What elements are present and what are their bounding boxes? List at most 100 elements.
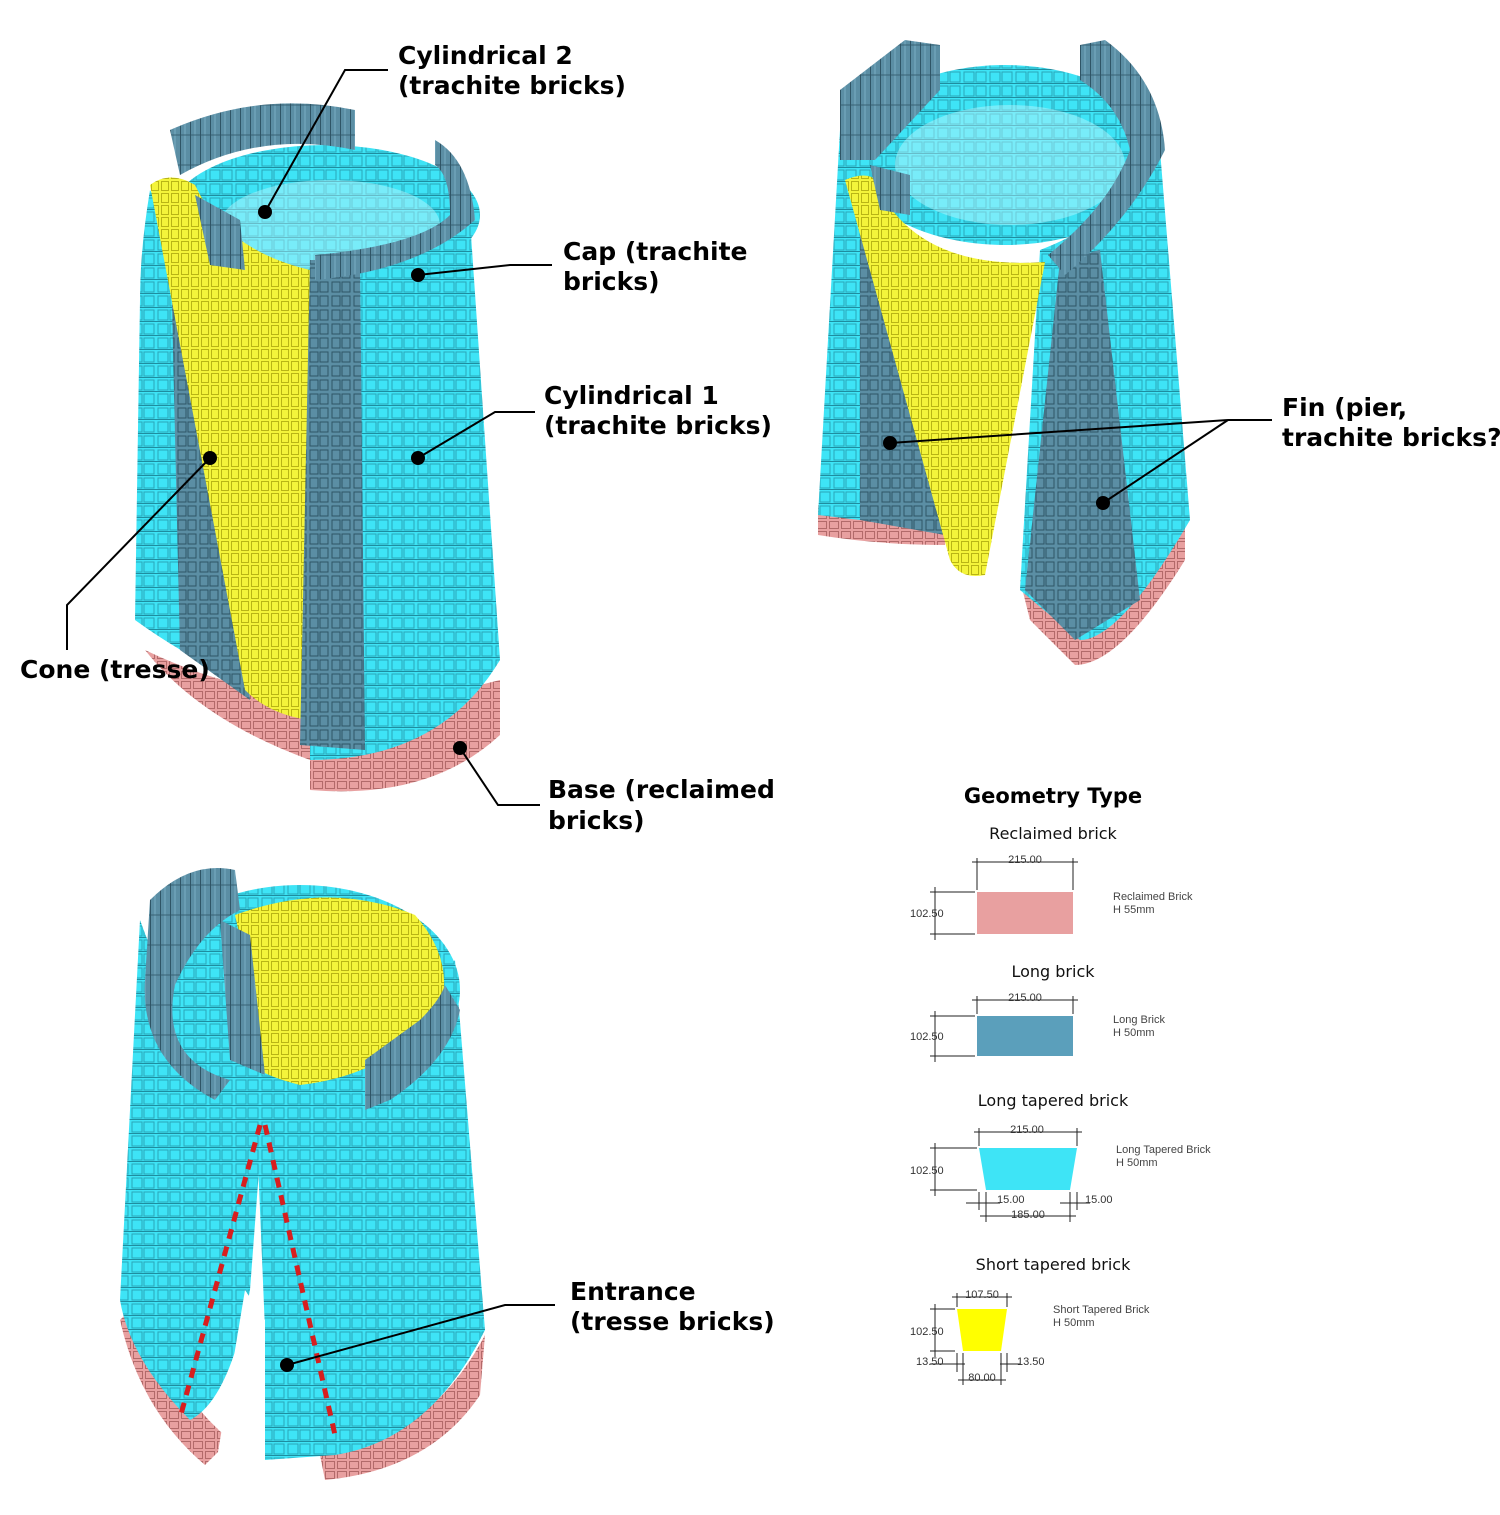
leader-line (264, 69, 388, 213)
label-fin-line2: trachite bricks?) (1282, 423, 1500, 452)
brick-note-line2: H 50mm (1053, 1317, 1095, 1329)
brick-note-line2: H 50mm (1113, 1027, 1155, 1039)
label-cap-line2: bricks) (563, 267, 660, 296)
tower3-cap-right (365, 985, 460, 1110)
tower1-cap-small (195, 195, 245, 270)
label-fin-line1: Fin (pier, (1282, 393, 1407, 422)
tower1-base-front (310, 700, 500, 792)
geometry-label: Reclaimed brick (989, 824, 1117, 843)
tower3-cylindrical-left (120, 920, 265, 1420)
dim-lines (952, 1293, 1012, 1307)
callout-cyl2: Cylindrical 2 (trachite bricks) (258, 41, 626, 219)
tower2-cap-small (870, 165, 910, 215)
entrance-dash-left (177, 1124, 263, 1419)
tower-view-1 (135, 103, 500, 792)
leader-line (459, 747, 540, 806)
brick-note-line2: H 50mm (1116, 1157, 1158, 1169)
tower1-cap-right (315, 140, 475, 280)
tower2-fin-right (1025, 250, 1140, 640)
brick-note-line2: H 55mm (1113, 904, 1155, 916)
tower2-cone (845, 175, 1045, 576)
tower-view-3 (120, 868, 485, 1480)
dim-lines (974, 1128, 1082, 1146)
callout-dot (453, 741, 467, 755)
geometry-item-reclaimed: Reclaimed brick 215.00 102.50 Reclaimed … (910, 824, 1193, 940)
label-base-line1: Base (reclaimed (548, 775, 775, 804)
geometry-item-long-tapered: Long tapered brick 215.00 102.50 15.00 1… (910, 1091, 1211, 1222)
callout-dot (1096, 496, 1110, 510)
dim-height: 102.50 (910, 1031, 944, 1043)
geometry-item-short-tapered: Short tapered brick 107.50 102.50 13.50 … (910, 1255, 1150, 1385)
geometry-item-long: Long brick 215.00 102.50 Long Brick H 50… (910, 962, 1165, 1062)
dim-width: 215.00 (1008, 992, 1042, 1004)
leader-line (66, 457, 211, 650)
callout-dot (203, 451, 217, 465)
dim-lines (966, 1192, 1090, 1222)
dim-width: 107.50 (965, 1289, 999, 1301)
tower3-cap-mid (220, 920, 265, 1075)
geometry-label: Short tapered brick (976, 1255, 1131, 1274)
dim-bottom: 185.00 (1011, 1209, 1045, 1221)
tower1-fin-front (300, 260, 365, 750)
label-cyl2-line2: (trachite bricks) (398, 71, 626, 100)
leader-line (286, 1304, 555, 1366)
dim-height: 102.50 (910, 1165, 944, 1177)
callout-base: Base (reclaimed bricks) (453, 741, 775, 835)
brick-shape (979, 1148, 1077, 1190)
tower3-cap-left (144, 868, 240, 1100)
geometry-type-legend: Geometry Type Reclaimed brick 215.00 102… (910, 784, 1211, 1385)
dim-lines (930, 1353, 1020, 1385)
geometry-label: Long tapered brick (978, 1091, 1129, 1110)
callout-cap: Cap (trachite bricks) (411, 237, 748, 296)
tower2-cap-left (840, 40, 940, 160)
geometry-label: Long brick (1011, 962, 1095, 981)
dim-height: 102.50 (910, 908, 944, 920)
callout-dot (280, 1358, 294, 1372)
callout-dot (411, 268, 425, 282)
tower3-entrance-gap (215, 1290, 265, 1470)
tower2-cylindrical-top (850, 65, 1160, 245)
dim-lines (930, 1011, 975, 1062)
brick-shape (957, 1309, 1007, 1351)
brick-shape (977, 892, 1073, 934)
label-cyl1-line1: Cylindrical 1 (544, 381, 719, 410)
dim-lines (930, 887, 975, 940)
label-cyl1-line2: (trachite bricks) (544, 411, 772, 440)
tower-view-2 (818, 40, 1190, 665)
geometry-title: Geometry Type (964, 784, 1142, 808)
leader-line (417, 411, 535, 459)
callout-entrance: Entrance (tresse bricks) (280, 1277, 775, 1372)
dim-height: 102.50 (910, 1326, 944, 1338)
brick-note-line1: Long Brick (1113, 1014, 1165, 1026)
dim-inset-right: 15.00 (1085, 1194, 1113, 1206)
dim-bottom: 80.00 (968, 1372, 996, 1384)
dim-inset-left: 13.50 (916, 1356, 944, 1368)
callout-cone: Cone (tresse) (20, 451, 217, 684)
leader-line (417, 264, 552, 276)
callout-cyl1: Cylindrical 1 (trachite bricks) (411, 381, 772, 465)
tower3-base-right (320, 1335, 485, 1480)
callout-dot (258, 205, 272, 219)
dim-width: 215.00 (1008, 854, 1042, 866)
label-entrance-line2: (tresse bricks) (570, 1307, 775, 1336)
dim-lines (930, 1143, 977, 1196)
label-cone-line1: Cone (tresse) (20, 655, 210, 684)
dim-inset-left: 15.00 (997, 1194, 1025, 1206)
dim-lines (930, 1304, 955, 1357)
dim-width: 215.00 (1010, 1124, 1044, 1136)
tower2-inner-shade (895, 105, 1125, 225)
dim-lines (972, 996, 1078, 1014)
callout-dot (883, 436, 897, 450)
leader-line (889, 419, 1229, 444)
label-cap-line1: Cap (trachite (563, 237, 748, 266)
brick-note-line1: Reclaimed Brick (1113, 891, 1193, 903)
tower1-cap-back (170, 103, 355, 175)
dim-inset-right: 13.50 (1017, 1356, 1045, 1368)
brick-shape (977, 1016, 1073, 1056)
label-base-line2: bricks) (548, 806, 645, 835)
callout-fin: Fin (pier, trachite bricks?) (883, 393, 1500, 510)
tower3-cone-interior (235, 897, 445, 1085)
label-cyl2-line1: Cylindrical 2 (398, 41, 573, 70)
dim-lines (972, 858, 1078, 890)
